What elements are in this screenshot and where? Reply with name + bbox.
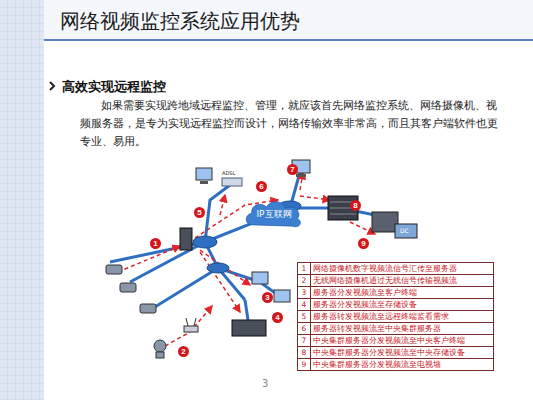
callout-number: 6 xyxy=(256,181,267,192)
callout-number: 4 xyxy=(272,312,283,323)
callout-number: 8 xyxy=(350,200,361,211)
callout-number: 2 xyxy=(178,346,189,357)
callout-number: 1 xyxy=(150,238,161,249)
body-paragraph: 如果需要实现跨地域远程监控、管理，就应该首先网络监控系统、网络摄像机、视频服务器… xyxy=(80,96,500,150)
slide-title: 网络视频监控系统应用优势 xyxy=(60,8,300,35)
device-label: DC xyxy=(400,227,409,234)
internet-cloud: IP互联网 xyxy=(243,198,305,230)
table-cell: 中央集群服务器分发视频流至电视墙 xyxy=(310,358,494,371)
callout-number: 3 xyxy=(262,292,273,303)
bullet-heading: 高效实现远程监控 xyxy=(62,78,166,96)
callout-number: 5 xyxy=(194,207,205,218)
page-number: 3 xyxy=(262,378,268,389)
cloud-label: IP互联网 xyxy=(256,208,291,221)
table-number: 9 xyxy=(297,358,311,371)
device-label: ADSL xyxy=(222,170,235,176)
callout-number: 9 xyxy=(358,238,369,249)
callout-number: 7 xyxy=(287,164,298,175)
